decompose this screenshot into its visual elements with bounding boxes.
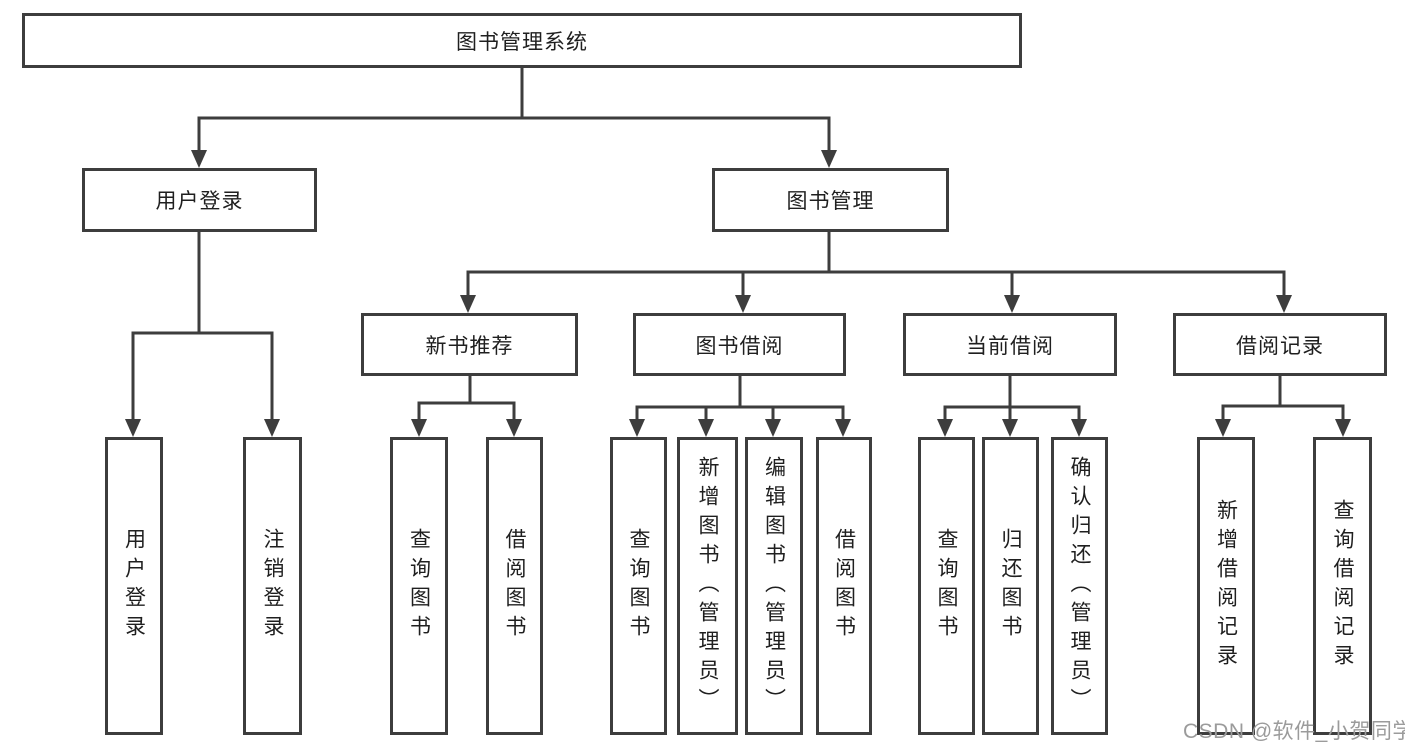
node-label: 新书推荐 [425, 334, 514, 358]
leaf-return-books: 归还图书 [982, 437, 1039, 735]
node-label: 用户登录 [155, 190, 244, 213]
node-label: 用户登录 [122, 528, 146, 644]
leaf-logout: 注销登录 [243, 437, 302, 735]
leaf-query-books-current: 查询图书 [918, 437, 975, 735]
node-book-management: 图书管理 [712, 168, 949, 232]
leaf-user-login: 用户登录 [105, 437, 163, 735]
node-borrowing-records: 借阅记录 [1173, 313, 1387, 376]
node-user-login: 用户登录 [82, 168, 317, 232]
node-label: 确认归还（管理员） [1068, 455, 1091, 717]
leaf-add-borrow-record: 新增借阅记录 [1197, 437, 1255, 735]
node-label: 注销登录 [261, 528, 284, 644]
leaf-query-books-recommend: 查询图书 [390, 437, 448, 735]
node-label: 查询图书 [935, 528, 958, 644]
node-label: 借阅记录 [1236, 334, 1324, 358]
leaf-confirm-return-admin: 确认归还（管理员） [1051, 437, 1108, 735]
leaf-borrow-books: 借阅图书 [816, 437, 872, 735]
node-label: 新增图书（管理员） [696, 455, 719, 717]
leaf-query-books-borrow: 查询图书 [610, 437, 667, 735]
leaf-query-borrow-record: 查询借阅记录 [1313, 437, 1372, 735]
node-label: 新增借阅记录 [1214, 499, 1238, 673]
node-label: 图书管理 [786, 190, 875, 213]
node-label: 编辑图书（管理员） [762, 455, 786, 717]
node-label: 当前借阅 [966, 334, 1054, 358]
node-book-borrowing: 图书借阅 [633, 313, 846, 376]
node-label: 借阅图书 [503, 528, 526, 644]
node-label: 图书管理系统 [456, 30, 588, 54]
node-label: 查询图书 [627, 528, 650, 644]
node-label: 归还图书 [999, 528, 1022, 644]
watermark: CSDN @软件_小贺同学 [1183, 720, 1405, 743]
node-new-book-recommendation: 新书推荐 [361, 313, 578, 376]
leaf-add-books-admin: 新增图书（管理员） [677, 437, 738, 735]
node-library-management-system: 图书管理系统 [22, 13, 1022, 68]
node-label: 查询图书 [407, 528, 431, 644]
node-label: 查询借阅记录 [1331, 499, 1354, 673]
leaf-borrow-books-recommend: 借阅图书 [486, 437, 543, 735]
node-label: 图书借阅 [695, 334, 784, 358]
node-current-borrowing: 当前借阅 [903, 313, 1117, 376]
leaf-edit-books-admin: 编辑图书（管理员） [745, 437, 803, 735]
node-label: 借阅图书 [832, 528, 856, 644]
